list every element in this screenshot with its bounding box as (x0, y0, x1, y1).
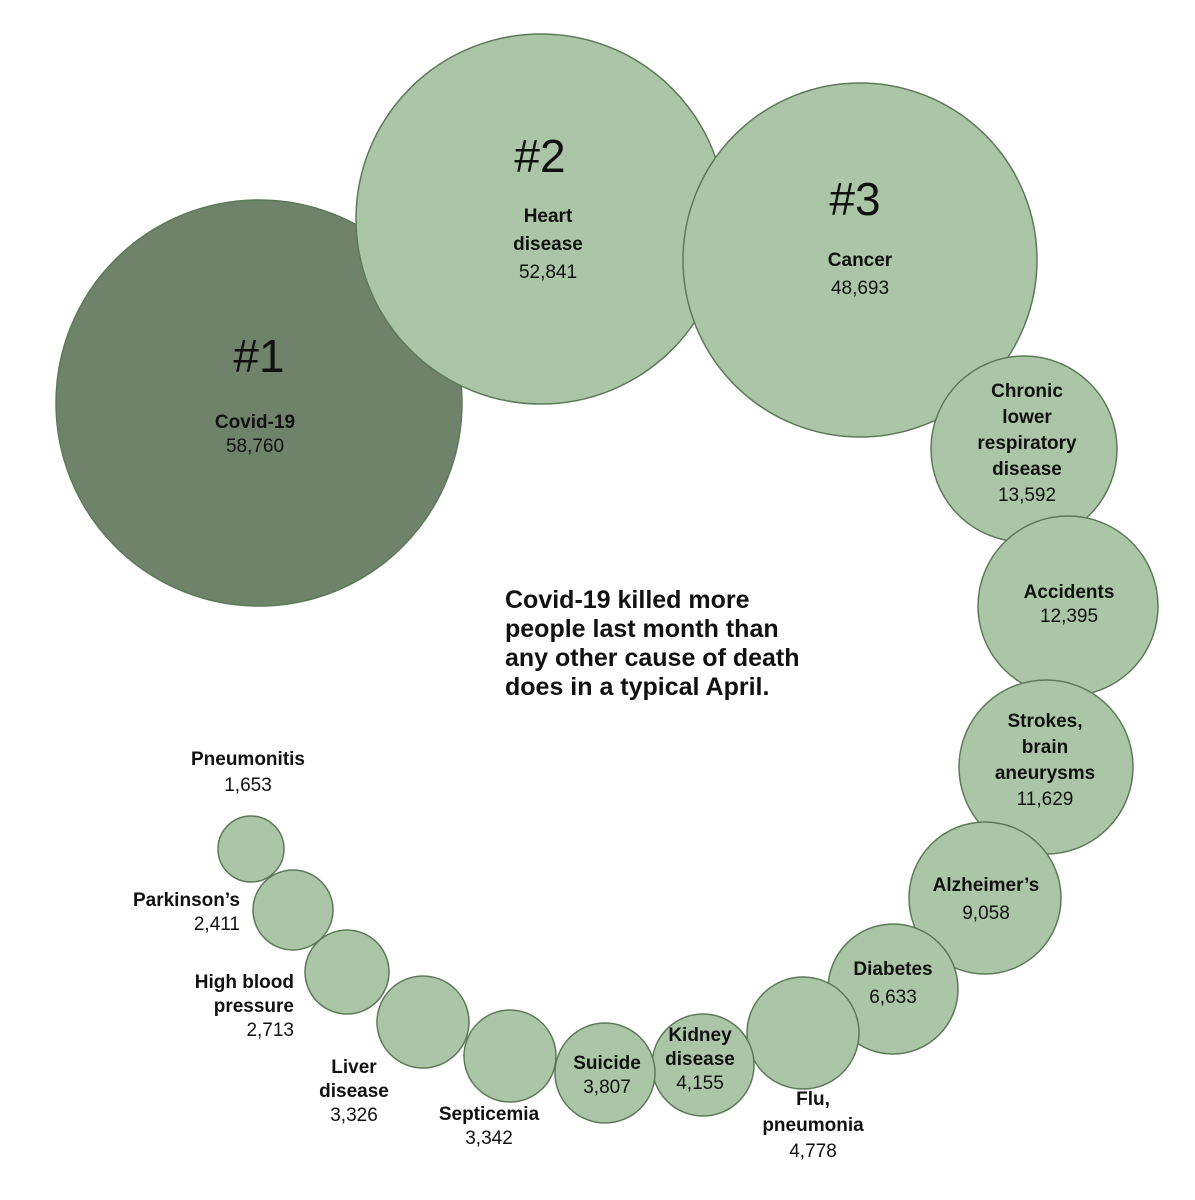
cause-3-bubble (682, 82, 1038, 438)
cause-15-name-line: Parkinson’s (133, 890, 240, 911)
cause-11-name-line: Suicide (573, 1053, 641, 1074)
cause-11-bubble (554, 1022, 656, 1124)
cause-7-name-line: Alzheimer’s (933, 875, 1040, 896)
headline-line-3: any other cause of death (505, 644, 800, 672)
cause-2-rank: #2 (514, 130, 565, 182)
cause-13-value: 3,326 (330, 1105, 378, 1126)
cause-10-name-line: disease (665, 1049, 735, 1070)
cause-1-rank: #1 (233, 330, 284, 382)
cause-14-name-line: High blood (195, 972, 294, 993)
cause-4-name-line: Chronic (991, 381, 1063, 402)
cause-2-name-line: Heart (524, 206, 573, 227)
cause-6-name-line: brain (1022, 737, 1068, 758)
cause-11-value: 3,807 (583, 1077, 631, 1098)
cause-4-value: 13,592 (998, 485, 1056, 506)
cause-15-bubble (252, 869, 334, 951)
cause-9-value: 4,778 (789, 1141, 837, 1162)
cause-1-name-line: Covid-19 (215, 412, 295, 433)
cause-7-value: 9,058 (962, 903, 1010, 924)
cause-6-value: 11,629 (1017, 789, 1074, 810)
cause-1-bubble (55, 199, 463, 607)
headline-line-4: does in a typical April. (505, 673, 769, 701)
cause-6-name-line: Strokes, (1008, 711, 1083, 732)
cause-7-bubble (908, 821, 1062, 975)
cause-4-name-line: lower (1002, 407, 1052, 428)
cause-14-value: 2,713 (246, 1020, 294, 1041)
cause-3-value: 48,693 (831, 278, 889, 299)
cause-5-name-line: Accidents (1024, 582, 1115, 603)
cause-12-value: 3,342 (465, 1128, 513, 1149)
cause-14-name-line: pressure (214, 996, 294, 1017)
cause-3-name-line: Cancer (828, 250, 893, 271)
cause-16-value: 1,653 (224, 775, 272, 796)
cause-4-name-line: disease (992, 459, 1062, 480)
cause-2-value: 52,841 (519, 262, 577, 283)
cause-16-bubble (217, 815, 285, 883)
bubbles-layer (55, 33, 1159, 1124)
cause-8-name-line: Diabetes (853, 959, 932, 980)
cause-14-bubble (304, 929, 390, 1015)
cause-2-name-line: disease (513, 234, 583, 255)
headline: Covid-19 killed more people last month t… (505, 586, 806, 701)
cause-13-bubble (376, 975, 470, 1069)
cause-12-bubble (463, 1009, 557, 1103)
cause-12-name-line: Septicemia (439, 1104, 540, 1125)
cause-13-name-line: Liver (331, 1057, 377, 1078)
cause-8-value: 6,633 (869, 987, 917, 1008)
headline-line-2: people last month than (505, 615, 779, 643)
cause-13-name-line: disease (319, 1081, 389, 1102)
cause-1-value: 58,760 (226, 436, 284, 457)
cause-3-rank: #3 (829, 173, 880, 225)
cause-15-value: 2,411 (194, 914, 240, 935)
cause-10-name-line: Kidney (668, 1025, 732, 1046)
cause-6-name-line: aneurysms (995, 763, 1095, 784)
cause-10-value: 4,155 (676, 1073, 724, 1094)
cause-9-name-line: pneumonia (762, 1115, 864, 1136)
cause-5-value: 12,395 (1040, 606, 1098, 627)
cause-4-name-line: respiratory (977, 433, 1077, 454)
headline-line-1: Covid-19 killed more (505, 586, 750, 614)
cause-9-bubble (746, 976, 860, 1090)
cause-16-name-line: Pneumonitis (191, 749, 305, 770)
cause-9-name-line: Flu, (796, 1089, 830, 1110)
